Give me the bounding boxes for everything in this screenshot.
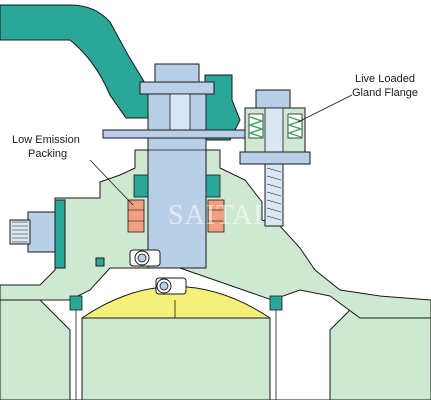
packing-left (127, 199, 145, 233)
leader-live-loaded (297, 94, 353, 123)
packing-right (207, 199, 225, 233)
left-bolt-threads (9, 219, 31, 245)
left-bolt-body (27, 211, 59, 253)
label-low-emission-line1: Low Emission (12, 134, 80, 146)
label-live-loaded-line2: Gland Flange (352, 87, 419, 99)
leader-low-emission (89, 159, 134, 206)
label-low-emission-line2: Packing (28, 148, 68, 160)
label-live-loaded-line1: Live Loaded (355, 73, 415, 85)
watermark-text: SAITAI (168, 200, 264, 231)
